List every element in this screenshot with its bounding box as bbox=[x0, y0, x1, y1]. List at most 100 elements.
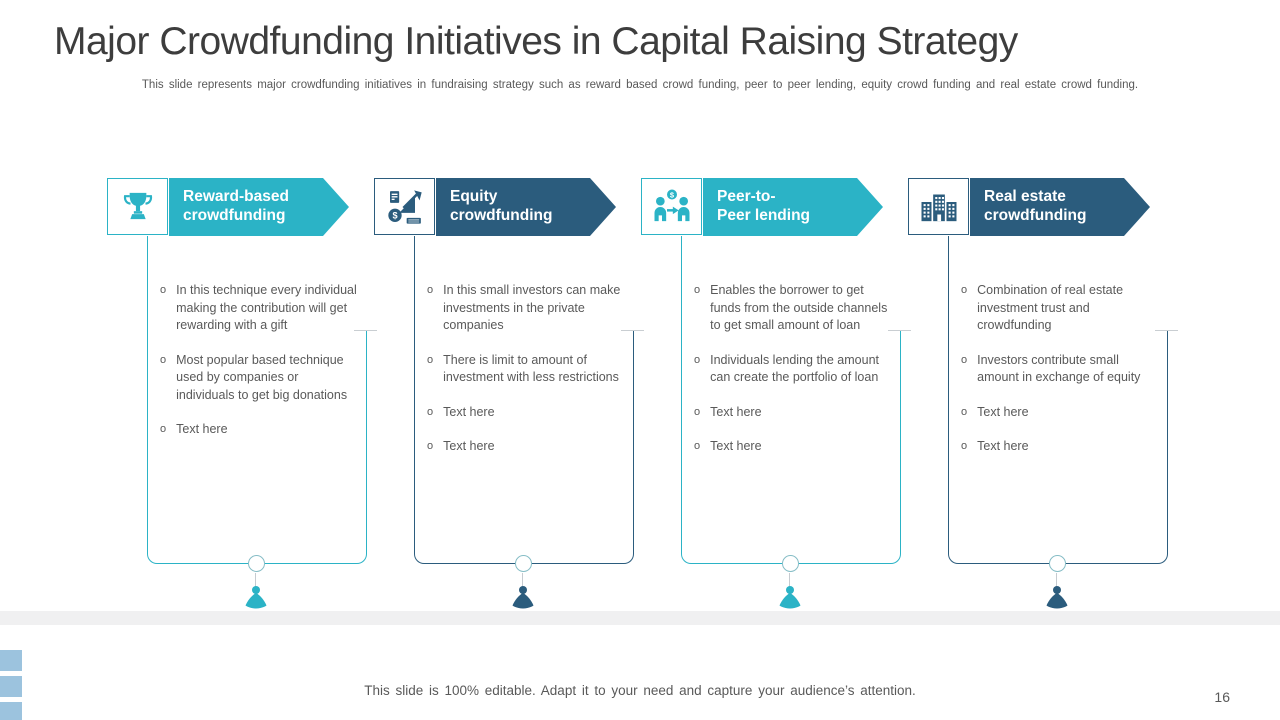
person-icon bbox=[779, 586, 801, 609]
connector-circle bbox=[1049, 555, 1066, 572]
header-label: Peer-to- Peer lending bbox=[703, 188, 810, 226]
connector-line bbox=[681, 236, 682, 330]
header-label-line2: crowdfunding bbox=[183, 207, 286, 224]
icon-box: $ bbox=[374, 178, 435, 235]
header-label-line2: Peer lending bbox=[717, 207, 811, 224]
bullet-text: In this small investors can make investm… bbox=[443, 283, 621, 332]
bullet-text: Investors contribute small amount in exc… bbox=[977, 352, 1141, 385]
bullet-marker: o bbox=[961, 353, 968, 366]
column-equity-crowdfunding: $ Equity crowdfunding o In this small inv… bbox=[374, 0, 644, 720]
connector-line bbox=[147, 236, 148, 330]
header-label-line1: Reward-based bbox=[183, 188, 289, 206]
header-label: Reward-based crowdfunding bbox=[169, 188, 289, 226]
person-icon bbox=[512, 586, 534, 609]
page-number: 16 bbox=[1214, 689, 1230, 705]
bullet-text: Most popular based technique used by com… bbox=[176, 352, 348, 402]
bullet-text: Text here bbox=[710, 404, 762, 419]
bullet-list: o In this small investors can make invest… bbox=[427, 282, 625, 473]
panel-tick bbox=[1155, 330, 1178, 331]
header-label-line2: crowdfunding bbox=[450, 207, 553, 224]
drop-line bbox=[789, 573, 790, 590]
drop-line bbox=[255, 573, 256, 590]
panel-tick bbox=[354, 330, 377, 331]
bullet-marker: o bbox=[427, 284, 434, 296]
bullet-item: o Text here bbox=[961, 438, 1159, 456]
decor-square bbox=[0, 650, 22, 671]
buildings-icon bbox=[921, 194, 956, 221]
bullet-text: In this technique every individual makin… bbox=[176, 283, 357, 332]
connector-circle bbox=[248, 555, 265, 572]
bullet-marker: o bbox=[160, 284, 167, 296]
trophy-icon bbox=[123, 192, 152, 219]
bullet-item: o Text here bbox=[427, 404, 625, 422]
header-banner: Real estate crowdfunding bbox=[970, 178, 1150, 236]
icon-box: $ bbox=[641, 178, 702, 235]
bullet-item: o Individuals lending the amount can crea… bbox=[694, 352, 892, 387]
bullet-text: Text here bbox=[710, 439, 762, 453]
bullet-marker: o bbox=[694, 284, 701, 296]
bullet-marker: o bbox=[427, 405, 434, 418]
slide-subtitle: This slide represents major crowdfunding… bbox=[141, 79, 1139, 91]
header-banner: Equity crowdfunding bbox=[436, 178, 616, 236]
bullet-item: o In this small investors can make invest… bbox=[427, 282, 625, 335]
decor-square bbox=[0, 676, 22, 697]
connector-line bbox=[948, 236, 949, 330]
connector-circle bbox=[515, 555, 532, 572]
equity-growth-icon: $ bbox=[387, 189, 422, 224]
header-label-line1: Real estate bbox=[984, 188, 1066, 206]
panel-tick bbox=[621, 330, 644, 331]
bullet-marker: o bbox=[694, 405, 701, 418]
bullet-marker: o bbox=[961, 440, 968, 452]
bullet-item: o Text here bbox=[694, 404, 892, 422]
svg-text:$: $ bbox=[669, 190, 674, 199]
bullet-marker: o bbox=[427, 440, 434, 452]
bullet-text: Text here bbox=[977, 439, 1029, 453]
peer-to-peer-icon: $ bbox=[654, 189, 689, 221]
column-reward-based-crowdfunding: Reward-based crowdfunding o In this techn… bbox=[107, 0, 377, 720]
bullet-item: o Text here bbox=[694, 438, 892, 456]
bullet-text: Enables the borrower to get funds from t… bbox=[710, 283, 888, 332]
bullet-text: Text here bbox=[443, 404, 495, 419]
bullet-marker: o bbox=[961, 405, 968, 418]
bullet-list: o Enables the borrower to get funds from … bbox=[694, 282, 892, 473]
bullet-list: o In this technique every individual maki… bbox=[160, 282, 358, 456]
header-label-line2: crowdfunding bbox=[984, 207, 1087, 224]
divider-strip bbox=[0, 611, 1280, 625]
bullet-text: There is limit to amount of investment w… bbox=[443, 352, 619, 385]
bullet-item: o In this technique every individual maki… bbox=[160, 282, 358, 335]
bullet-item: o There is limit to amount of investment … bbox=[427, 352, 625, 387]
bullet-list: o Combination of real estate investment t… bbox=[961, 282, 1159, 473]
bullet-marker: o bbox=[694, 353, 701, 366]
bullet-item: o Enables the borrower to get funds from … bbox=[694, 282, 892, 335]
header-label-line1: Peer-to- bbox=[717, 188, 776, 206]
header-banner: Peer-to- Peer lending bbox=[703, 178, 883, 236]
column-real-estate-crowdfunding: Real estate crowdfunding o Combination of… bbox=[908, 0, 1178, 720]
bullet-text: Combination of real estate investment tr… bbox=[977, 283, 1124, 332]
footer-note: This slide is 100% editable. Adapt it to… bbox=[364, 683, 916, 698]
icon-box bbox=[107, 178, 168, 235]
bullet-item: o Text here bbox=[961, 404, 1159, 422]
bullet-item: o Combination of real estate investment t… bbox=[961, 282, 1159, 335]
bullet-marker: o bbox=[427, 353, 434, 366]
bullet-text: Text here bbox=[977, 404, 1029, 419]
bullet-text: Text here bbox=[176, 422, 228, 436]
drop-line bbox=[1056, 573, 1057, 590]
connector-line bbox=[414, 236, 415, 330]
panel-tick bbox=[888, 330, 911, 331]
bullet-text: Individuals lending the amount can creat… bbox=[710, 352, 879, 385]
person-icon bbox=[245, 586, 267, 609]
bullet-marker: o bbox=[961, 284, 968, 296]
header-label: Real estate crowdfunding bbox=[970, 188, 1086, 226]
bullet-item: o Investors contribute small amount in ex… bbox=[961, 352, 1159, 387]
bullet-marker: o bbox=[694, 440, 701, 452]
page-title: Major Crowdfunding Initiatives in Capita… bbox=[54, 20, 1018, 63]
person-icon bbox=[1046, 586, 1068, 609]
header-banner: Reward-based crowdfunding bbox=[169, 178, 349, 236]
header-label: Equity crowdfunding bbox=[436, 188, 552, 226]
icon-box bbox=[908, 178, 969, 235]
svg-text:$: $ bbox=[392, 210, 397, 220]
decor-square bbox=[0, 702, 22, 720]
